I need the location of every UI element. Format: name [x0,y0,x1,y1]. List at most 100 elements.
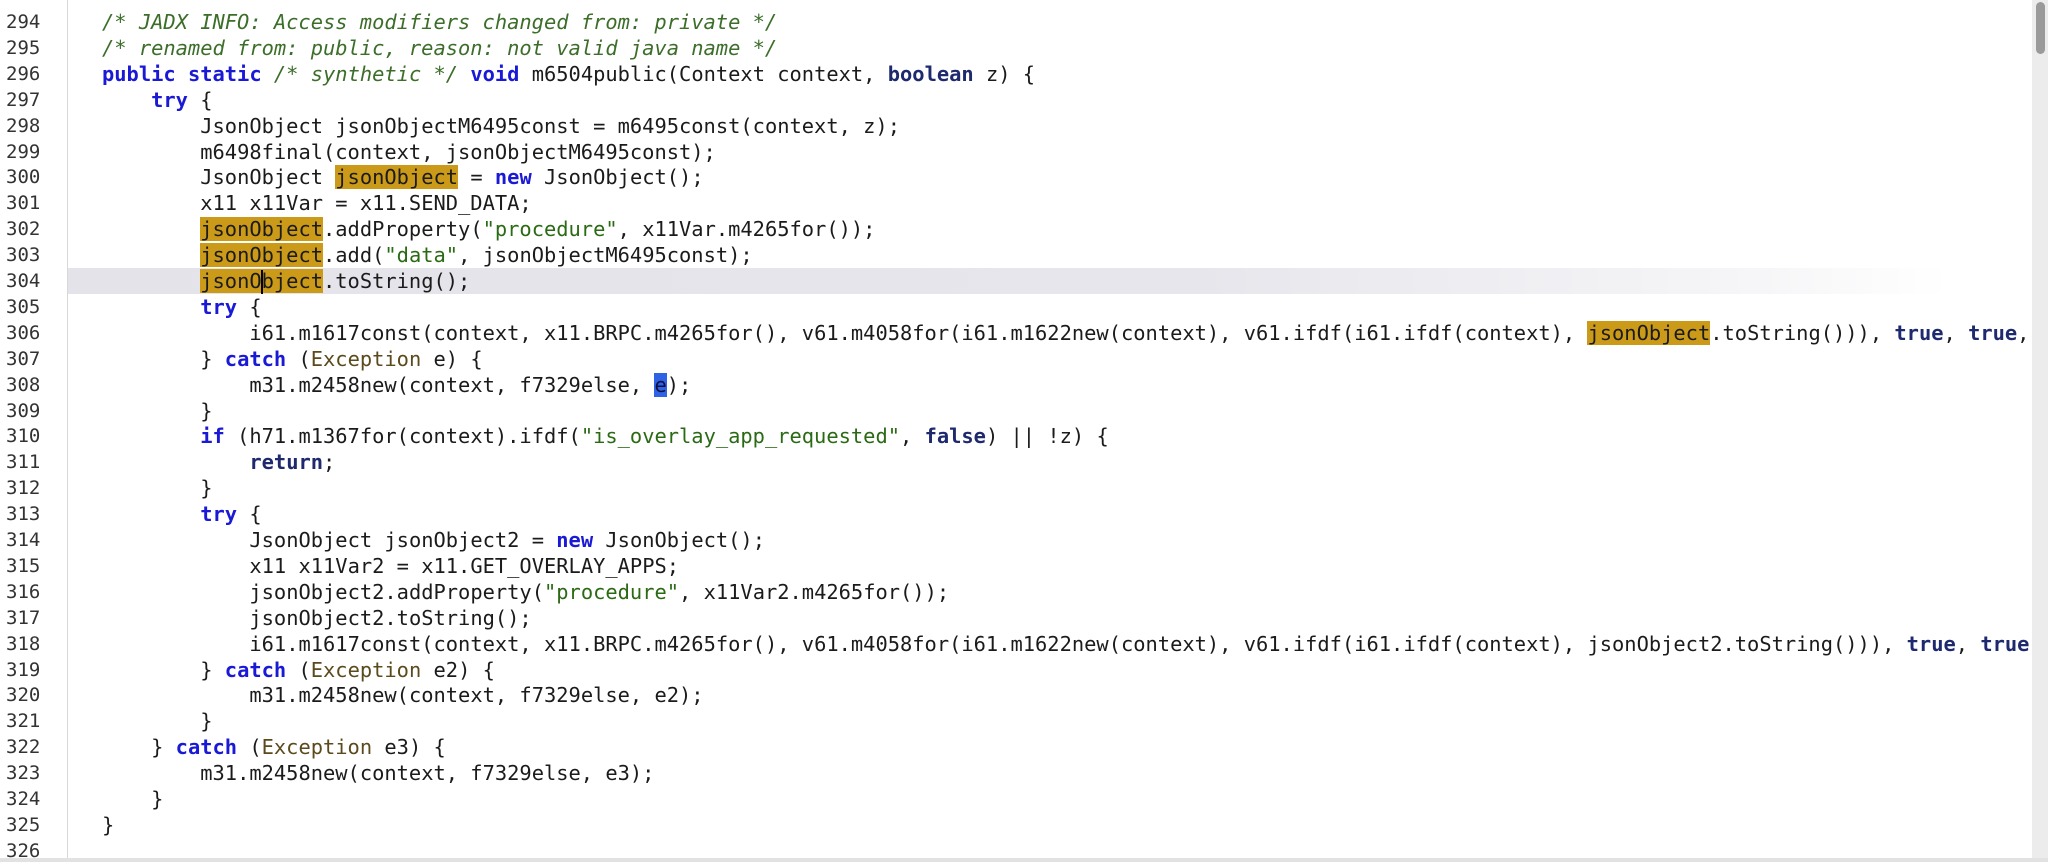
line-number: 298 [6,114,41,137]
code-token: { [237,502,262,527]
code-line[interactable]: 319} catch (Exception e2) { [0,657,2032,683]
code-token: .toString())), [1710,320,1895,345]
search-highlight: jsonObject [200,243,323,268]
code-token: jsonObject2.toString(); [249,605,532,630]
code-token: } [151,787,164,811]
code-token: m6498final(context, jsonObjectM6495const… [200,139,716,164]
literal-token: true [1906,631,1956,656]
code-token: jsonObject2.addProperty( [249,579,544,604]
code-token: (h71.m1367for(context).ifdf( [224,424,581,449]
line-number: 318 [6,632,41,655]
code-line[interactable]: 295/* renamed from: public, reason: not … [0,35,2032,61]
code-token: z) { [973,61,1036,86]
comment-token: /* synthetic */ [273,61,459,86]
line-number: 301 [6,192,41,215]
keyword-token: catch [224,657,287,682]
literal-token: false [924,424,986,449]
code-token: i61.m1617const(context, x11.BRPC.m4265fo… [249,631,1907,656]
code-text: /* renamed from: public, reason: not val… [102,35,777,61]
code-line[interactable]: 298 JsonObject jsonObjectM6495const = m64… [0,113,2032,139]
code-token: m6504public(Context context, [519,61,888,86]
literal-token: true [1980,631,2030,656]
code-token: ( [237,735,262,760]
code-token: m31.m2458new(context, f7329else, e2); [249,683,704,708]
code-token: { [187,87,213,112]
code-text: } catch (Exception e) { [200,346,482,372]
code-line[interactable]: 309} [0,398,2032,424]
code-line[interactable]: 326 [0,838,2032,858]
code-text: } catch (Exception e3) { [151,734,446,760]
selected-token: e [654,372,667,397]
code-token: e3) { [372,735,446,760]
code-line[interactable]: 304jsonObject.toString(); [0,268,2032,294]
code-token: .addProperty( [323,217,483,242]
vertical-scrollbar[interactable] [2032,0,2048,858]
code-text: JsonObject jsonObject2 = new JsonObject(… [249,527,765,553]
code-token: } [200,476,213,501]
code-token: ); [666,372,692,397]
code-text: JsonObject jsonObjectM6495const = m6495c… [200,113,900,139]
search-highlight: jsonObject [200,269,323,294]
code-token [458,62,470,86]
code-line[interactable]: 322} catch (Exception e3) { [0,734,2032,760]
code-text: x11 x11Var = x11.SEND_DATA; [200,190,531,216]
code-line[interactable]: 324} [0,786,2032,812]
code-line[interactable]: 321} [0,708,2032,734]
code-token: { [237,294,262,319]
keyword-token: public [102,61,176,86]
code-token: i61.m1617const(context, x11.BRPC.m4265fo… [249,320,1588,345]
gutter-divider [67,0,68,858]
code-text: try { [200,501,261,527]
code-token: } [200,346,225,371]
line-number: 314 [6,529,41,551]
code-line[interactable]: 314 JsonObject jsonObject2 = new JsonObje… [0,527,2032,553]
code-token [176,62,188,86]
scrollbar-thumb[interactable] [2036,2,2045,54]
literal-token: true [1968,320,2018,345]
code-line[interactable]: 312} [0,475,2032,501]
code-token: JsonObject [200,165,336,190]
code-token: m31.m2458new(context, f7329else, e3); [200,761,655,786]
line-number: 297 [6,88,41,111]
line-number: 324 [6,788,41,810]
literal-token: boolean [887,61,974,86]
code-line[interactable]: 307} catch (Exception e) { [0,346,2032,372]
code-token: x11 x11Var2 = x11.GET_OVERLAY_APPS; [249,553,680,578]
keyword-token: catch [224,346,287,371]
code-line[interactable]: 301 x11 x11Var = x11.SEND_DATA; [0,190,2032,216]
code-text: x11 x11Var2 = x11.GET_OVERLAY_APPS; [249,553,679,579]
line-number: 319 [6,658,41,681]
code-line[interactable]: 294/* JADX INFO: Access modifiers change… [0,9,2032,35]
code-text: jsonObject.addProperty("procedure", x11V… [200,216,875,242]
horizontal-scrollbar[interactable] [0,858,2048,862]
line-number: 304 [6,270,41,292]
line-number: 321 [6,710,41,733]
string-token: "is_overlay_app_requested" [580,424,900,449]
search-highlight: jsonObject [1587,320,1711,345]
line-number: 306 [6,321,41,344]
code-token: e) { [421,346,483,371]
code-line[interactable]: 318 i61.m1617const(context, x11.BRPC.m426… [0,631,2032,657]
comment-token: /* renamed from: public, reason: not val… [102,35,778,60]
code-line[interactable]: 306 i61.m1617const(context, x11.BRPC.m426… [0,320,2032,346]
code-text: JsonObject jsonObject = new JsonObject()… [200,164,704,190]
search-highlight: jsonObject [200,217,323,242]
code-line[interactable]: 325} [0,812,2032,838]
